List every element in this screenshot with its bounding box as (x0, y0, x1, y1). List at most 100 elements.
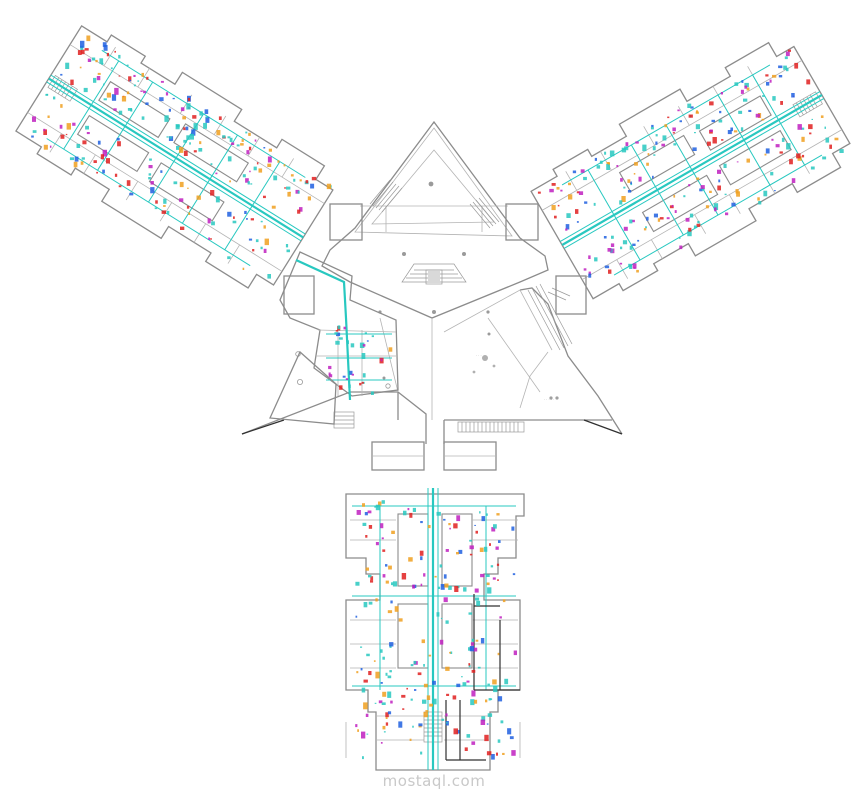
fixture-mark (428, 654, 432, 657)
fixture-mark (588, 271, 591, 275)
fixture-mark (382, 656, 385, 660)
fixture-mark (65, 133, 68, 136)
fixture-mark (277, 160, 280, 163)
fixture-mark (229, 137, 233, 142)
fixture-mark (688, 227, 692, 232)
svg-text:. . . . .: . . . . . (544, 397, 554, 401)
fixture-mark (106, 52, 109, 57)
fixture-mark (133, 74, 136, 77)
fixture-mark (297, 190, 300, 194)
fixture-mark (662, 135, 667, 141)
fixture-mark (84, 48, 89, 51)
fixture-mark (456, 552, 459, 555)
fixture-mark (299, 179, 302, 182)
fixture-mark (785, 51, 790, 57)
fixture-mark (718, 179, 721, 183)
fixture-mark (513, 650, 517, 656)
fixture-mark (580, 169, 585, 173)
fixture-mark (461, 676, 463, 678)
fixture-mark (620, 178, 623, 182)
fixture-mark (193, 123, 198, 130)
fixture-mark (211, 221, 215, 226)
fixture-mark (380, 682, 383, 684)
fixture-mark (489, 543, 491, 546)
fixture-mark (491, 754, 495, 760)
fixture-mark (361, 687, 366, 693)
fixture-mark (436, 511, 441, 516)
fixture-mark (227, 256, 231, 260)
fixture-mark (383, 731, 386, 733)
fixture-mark (808, 124, 813, 130)
fixture-mark (707, 141, 711, 146)
fixture-mark (210, 163, 213, 166)
fixture-mark (374, 702, 377, 704)
fixture-mark (762, 95, 765, 97)
fixture-mark (464, 747, 468, 751)
fixture-mark (95, 59, 98, 63)
fixture-mark (385, 717, 388, 719)
fixture-mark (150, 187, 155, 194)
fixture-mark (192, 115, 197, 119)
fixture-mark (688, 114, 693, 118)
fixture-mark (438, 586, 441, 589)
fixture-mark (101, 62, 104, 65)
fixture-mark (599, 160, 603, 164)
fixture-mark (118, 110, 123, 115)
fixture-mark (629, 219, 633, 224)
fixture-mark (326, 183, 332, 190)
fixture-mark (566, 213, 571, 218)
fixture-mark (417, 672, 422, 676)
fixture-mark (696, 223, 701, 227)
fixture-mark (666, 217, 670, 220)
fixture-mark (391, 582, 394, 586)
fixture-mark (507, 728, 512, 735)
fixture-mark (69, 157, 75, 161)
fixture-mark (163, 205, 166, 207)
fixture-mark (166, 210, 170, 214)
fixture-mark (102, 149, 107, 157)
fixture-mark (537, 191, 541, 194)
fixture-mark (118, 185, 122, 188)
fixture-mark (387, 675, 392, 679)
fixture-mark (263, 225, 266, 229)
fixture-mark (183, 139, 187, 143)
fixture-mark (621, 196, 626, 202)
fixture-mark (375, 542, 379, 546)
fixture-mark (355, 724, 358, 728)
fixture-mark (250, 218, 254, 221)
fixture-mark (207, 218, 211, 224)
fixture-mark (307, 196, 311, 201)
fixture-mark (439, 564, 443, 568)
fixture-mark (337, 325, 341, 330)
fixture-mark (791, 93, 795, 98)
fixture-mark (610, 243, 615, 247)
fixture-mark (439, 639, 444, 645)
fixture-mark (448, 523, 451, 526)
fixture-mark (609, 150, 615, 157)
fixture-mark (412, 584, 415, 589)
fixture-mark (477, 666, 481, 669)
fixture-mark (486, 513, 488, 516)
fixture-mark (381, 537, 384, 540)
fixture-mark (412, 725, 414, 728)
fixture-mark (724, 193, 727, 196)
fixture-mark (148, 165, 153, 169)
fixture-mark (350, 343, 355, 348)
fixture-mark (443, 574, 447, 579)
fixture-mark (176, 145, 180, 150)
fixture-mark (717, 185, 721, 191)
fixture-mark (179, 181, 184, 188)
fixture-mark (469, 545, 474, 550)
fixture-mark (692, 147, 697, 151)
fixture-mark (801, 136, 805, 142)
fixture-mark (199, 111, 203, 116)
fixture-mark (642, 144, 647, 152)
fixture-mark (180, 107, 185, 112)
fixture-mark (260, 220, 263, 223)
fixture-mark (576, 191, 580, 194)
fixture-mark (366, 653, 370, 657)
fixture-mark (594, 257, 598, 262)
fixture-mark (82, 140, 87, 145)
fixture-mark (402, 708, 405, 710)
fixture-mark (420, 556, 423, 561)
